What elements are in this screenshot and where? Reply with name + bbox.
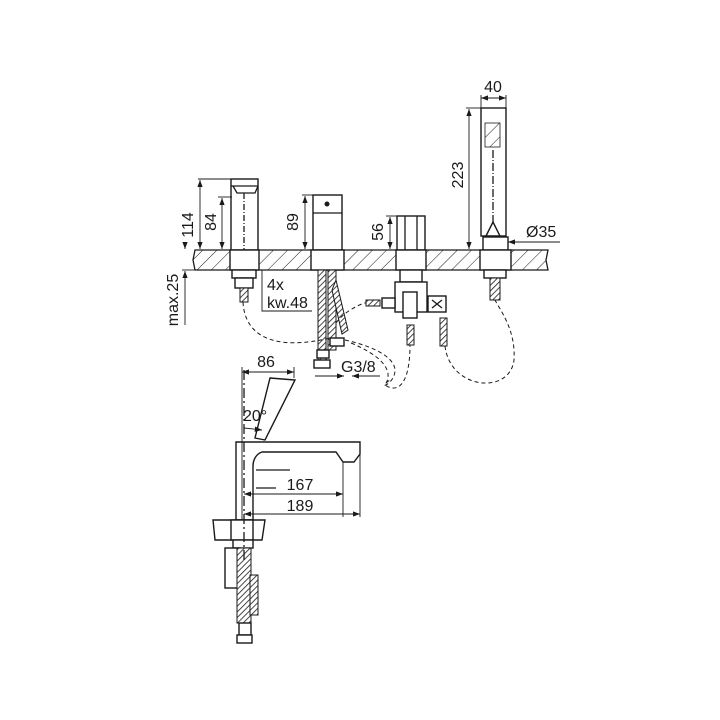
dim-89: 89 xyxy=(285,213,302,231)
dim-167: 167 xyxy=(287,477,314,494)
dim-223: 223 xyxy=(450,162,467,189)
dim-max-25: max.25 xyxy=(165,274,182,327)
handle-front-view xyxy=(310,194,349,369)
diverter-front-view xyxy=(365,215,448,347)
dim-thread: G3/8 xyxy=(341,359,376,376)
dim-56: 56 xyxy=(370,223,387,241)
dimension-labels: 114 84 89 56 223 40 Ø35 max.25 4x kw.48 … xyxy=(165,79,556,515)
spout-front-view xyxy=(229,178,260,303)
dim-hole-count: 4x xyxy=(267,277,284,294)
hose-routes xyxy=(242,299,515,389)
dim-diameter-35: Ø35 xyxy=(526,224,556,241)
dimension-lines xyxy=(182,95,560,520)
dim-189: 189 xyxy=(287,498,314,515)
dim-40: 40 xyxy=(484,79,502,96)
dim-86: 86 xyxy=(257,354,275,371)
dim-114: 114 xyxy=(180,212,197,238)
countertop-section xyxy=(192,249,549,271)
handshower-front-view xyxy=(479,107,512,301)
dim-84: 84 xyxy=(203,213,220,231)
dim-hole-size: kw.48 xyxy=(267,295,308,312)
dim-angle-20: 20° xyxy=(243,408,267,425)
